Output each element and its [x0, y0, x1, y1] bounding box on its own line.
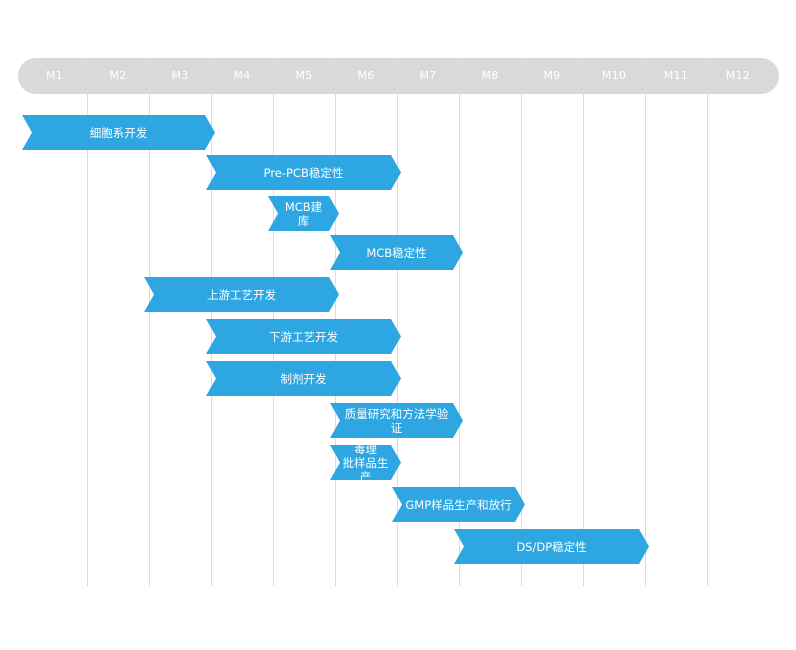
- month-label: M10: [601, 69, 627, 82]
- grid-line: [521, 58, 522, 586]
- task-bar: 制剂开发: [206, 361, 401, 396]
- month-label: M5: [295, 69, 313, 82]
- task-bar: 质量研究和方法学验证: [330, 403, 463, 438]
- task-bar: 上游工艺开发: [144, 277, 339, 312]
- grid-line: [645, 58, 646, 586]
- timeline-header: M1 M2 M3 M4 M5 M6 M7 M8 M9 M10 M11 M12: [18, 58, 779, 94]
- month-label: M2: [109, 69, 127, 82]
- grid-line: [707, 58, 708, 586]
- task-bar: 下游工艺开发: [206, 319, 401, 354]
- task-bar: MCB建库: [268, 196, 339, 231]
- task-bar: MCB稳定性: [330, 235, 463, 270]
- month-label: M9: [543, 69, 561, 82]
- month-label: M8: [481, 69, 499, 82]
- month-label: M3: [171, 69, 189, 82]
- month-label: M6: [357, 69, 375, 82]
- month-label: M1: [45, 69, 64, 82]
- task-bar: 毒理 批样品生产: [330, 445, 401, 480]
- month-label: M7: [419, 69, 437, 82]
- grid-line: [87, 58, 88, 586]
- grid-line: [459, 58, 460, 586]
- month-label: M11: [663, 69, 689, 82]
- task-bar: Pre-PCB稳定性: [206, 155, 401, 190]
- task-bar: DS/DP稳定性: [454, 529, 649, 564]
- task-bar: 细胞系开发: [22, 115, 215, 150]
- grid-line: [397, 58, 398, 586]
- grid-line: [149, 58, 150, 586]
- grid-line: [583, 58, 584, 586]
- task-bar: GMP样品生产和放行: [392, 487, 525, 522]
- month-label: M12: [725, 69, 751, 82]
- month-label: M4: [233, 69, 251, 82]
